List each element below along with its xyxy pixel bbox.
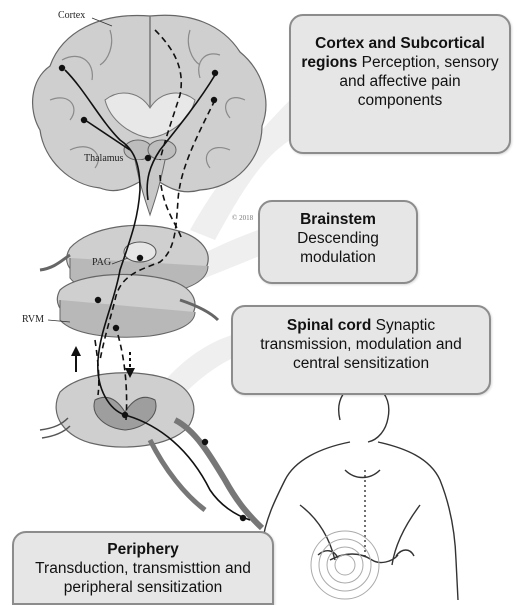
spinal-cord-section [40, 373, 262, 528]
callout-cortex: Cortex and Subcortical regions Perceptio… [289, 14, 511, 154]
callout-periphery: Periphery Transduction, transmisttion an… [12, 531, 274, 605]
callout-spinal-cord: Spinal cord Synaptic transmission, modul… [231, 305, 491, 395]
label-rvm: RVM [22, 314, 44, 325]
label-pag: PAG [92, 257, 111, 268]
label-cortex: Cortex [58, 10, 85, 21]
person-back-figure [262, 383, 458, 600]
callout-brainstem-title: Brainstem [300, 211, 376, 228]
label-thalamus: Thalamus [84, 153, 123, 164]
pain-rings [311, 531, 379, 599]
callout-spinal-title: Spinal cord [287, 317, 371, 334]
callout-brainstem: Brainstem Descending modulation [258, 200, 418, 284]
callout-periphery-body: Transduction, transmisttion and peripher… [35, 560, 251, 596]
callout-periphery-title: Periphery [107, 541, 179, 558]
signature-mark: © 2018 [232, 214, 253, 222]
callout-brainstem-body: Descending modulation [297, 230, 379, 266]
callout-cortex-body: Perception, sensory and affective pain c… [339, 54, 498, 109]
